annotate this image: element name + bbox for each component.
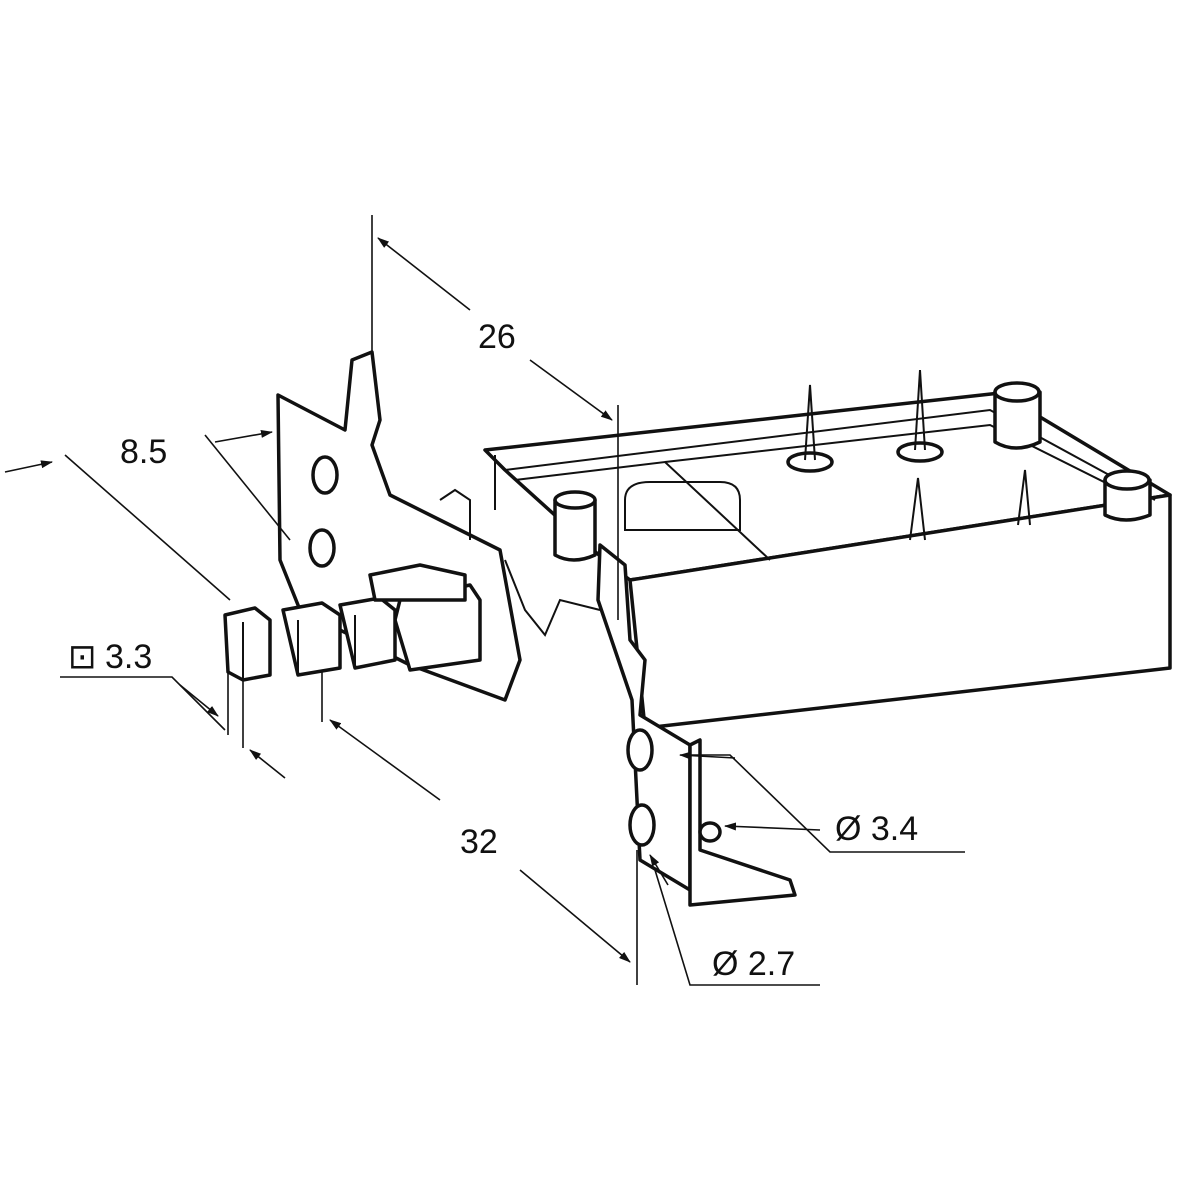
dimension-8-5: 8.5 [4, 429, 291, 601]
dimension-hole-3-4: Ø 3.4 [679, 751, 965, 853]
dimension-32: 32 [321, 672, 638, 985]
dimension-label-26: 26 [478, 318, 516, 356]
posts [553, 381, 1152, 562]
dimension-hole-2-7: Ø 2.7 [649, 854, 820, 986]
dimension-square-3-3: ⊡ 3.3 [60, 638, 286, 779]
dimension-26: 26 [371, 215, 619, 620]
dimension-label-hole-3-4: Ø 3.4 [835, 810, 918, 848]
dimension-label-32: 32 [460, 823, 498, 861]
square-symbol: ⊡ [68, 638, 97, 676]
dimension-label-3-3: 3.3 [105, 638, 152, 676]
terminal-pins [786, 369, 1031, 541]
dimension-label-hole-2-7: Ø 2.7 [712, 945, 795, 983]
dimension-label-8-5: 8.5 [120, 433, 167, 471]
plunger [223, 563, 482, 682]
housing-box [483, 369, 1172, 730]
